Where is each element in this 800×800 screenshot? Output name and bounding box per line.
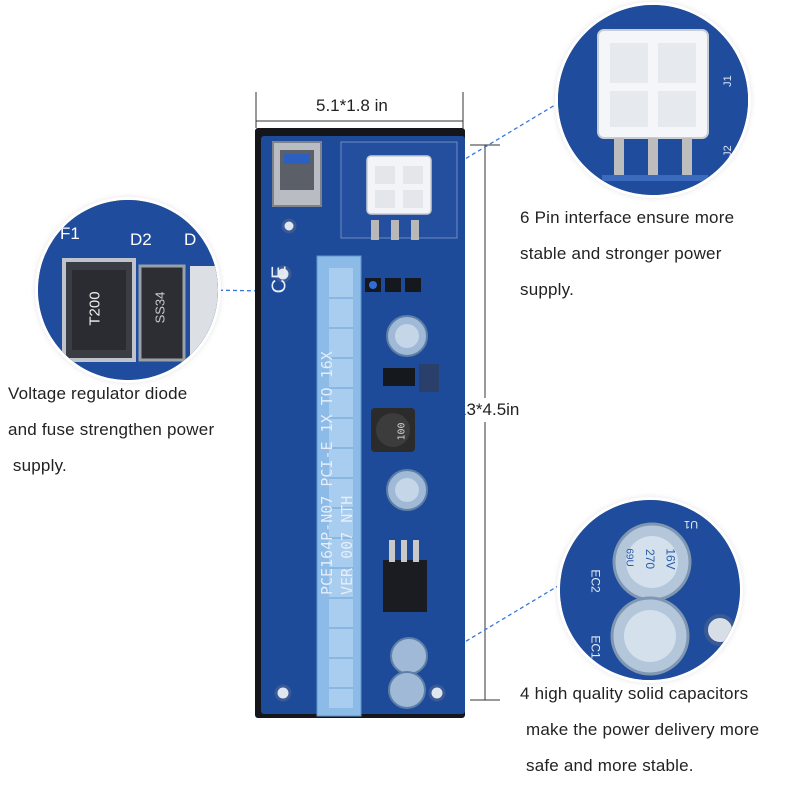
diode-caption-line-3: supply. bbox=[8, 456, 67, 475]
diode-caption-line-2: and fuse strengthen power bbox=[8, 420, 215, 439]
capacitors-caption: 4 high quality solid capacitors make the… bbox=[520, 676, 759, 784]
capacitor-ec2 bbox=[390, 637, 428, 675]
silkscreen-model: PCE164P-N07 PCI-E 1X TO 16X bbox=[318, 351, 336, 595]
voltage-regulator bbox=[383, 560, 427, 612]
power-connector-closeup: J1 J2 bbox=[558, 5, 748, 195]
power-caption-line-1: 6 Pin interface ensure more bbox=[520, 208, 735, 227]
capacitor-ec1 bbox=[388, 671, 426, 709]
inductor-marking: 100 bbox=[396, 422, 408, 441]
cap-marking-code: 69U bbox=[623, 548, 635, 567]
diode-caption-line-1: Voltage regulator diode bbox=[8, 384, 188, 403]
height-dimension-label: 13*4.5in bbox=[457, 400, 520, 419]
ce-mark: CE bbox=[268, 265, 291, 294]
capacitors-closeup: EC2 EC1 U1 270 16V 69U bbox=[560, 500, 740, 680]
riser-board bbox=[255, 128, 465, 718]
capacitor-caption-line-1: 4 high quality solid capacitors bbox=[520, 684, 749, 703]
silkscreen-ec2: EC2 bbox=[588, 569, 603, 593]
width-dimension-label: 5.1*1.8 in bbox=[316, 96, 388, 115]
silkscreen-j2: J2 bbox=[721, 145, 734, 157]
diode-d2 bbox=[138, 264, 186, 362]
fuse-marking: T200 bbox=[86, 291, 104, 326]
silkscreen-version: VER 007 NTH bbox=[338, 495, 356, 595]
diode-marking: SS34 bbox=[152, 291, 168, 324]
silkscreen-j1: J1 bbox=[721, 75, 734, 87]
capacitor-caption-line-2: make the power delivery more bbox=[526, 720, 760, 739]
cap-marking-value: 270 bbox=[643, 548, 658, 570]
power-caption-line-2: stable and stronger power bbox=[520, 244, 722, 263]
diode-fuse-caption: Voltage regulator diode and fuse strengt… bbox=[8, 376, 214, 484]
diode-fuse-closeup: F1 D2 D T200 SS34 bbox=[38, 200, 218, 380]
capacitor-caption-line-3: safe and more stable. bbox=[526, 756, 694, 775]
board-silkscreen: PCE164P-N07 PCI-E 1X TO 16X VER 007 NTH bbox=[317, 335, 387, 595]
silkscreen-f1: F1 bbox=[60, 224, 80, 243]
power-caption-line-3: supply. bbox=[520, 280, 575, 299]
silkscreen-ec1: EC1 bbox=[588, 635, 603, 659]
power-connector-caption: 6 Pin interface ensure more stable and s… bbox=[520, 200, 734, 308]
silkscreen-d: D bbox=[184, 230, 197, 249]
silkscreen-u1: U1 bbox=[684, 518, 699, 530]
silkscreen-d2: D2 bbox=[130, 230, 152, 249]
cap-marking-voltage: 16V bbox=[663, 548, 678, 570]
